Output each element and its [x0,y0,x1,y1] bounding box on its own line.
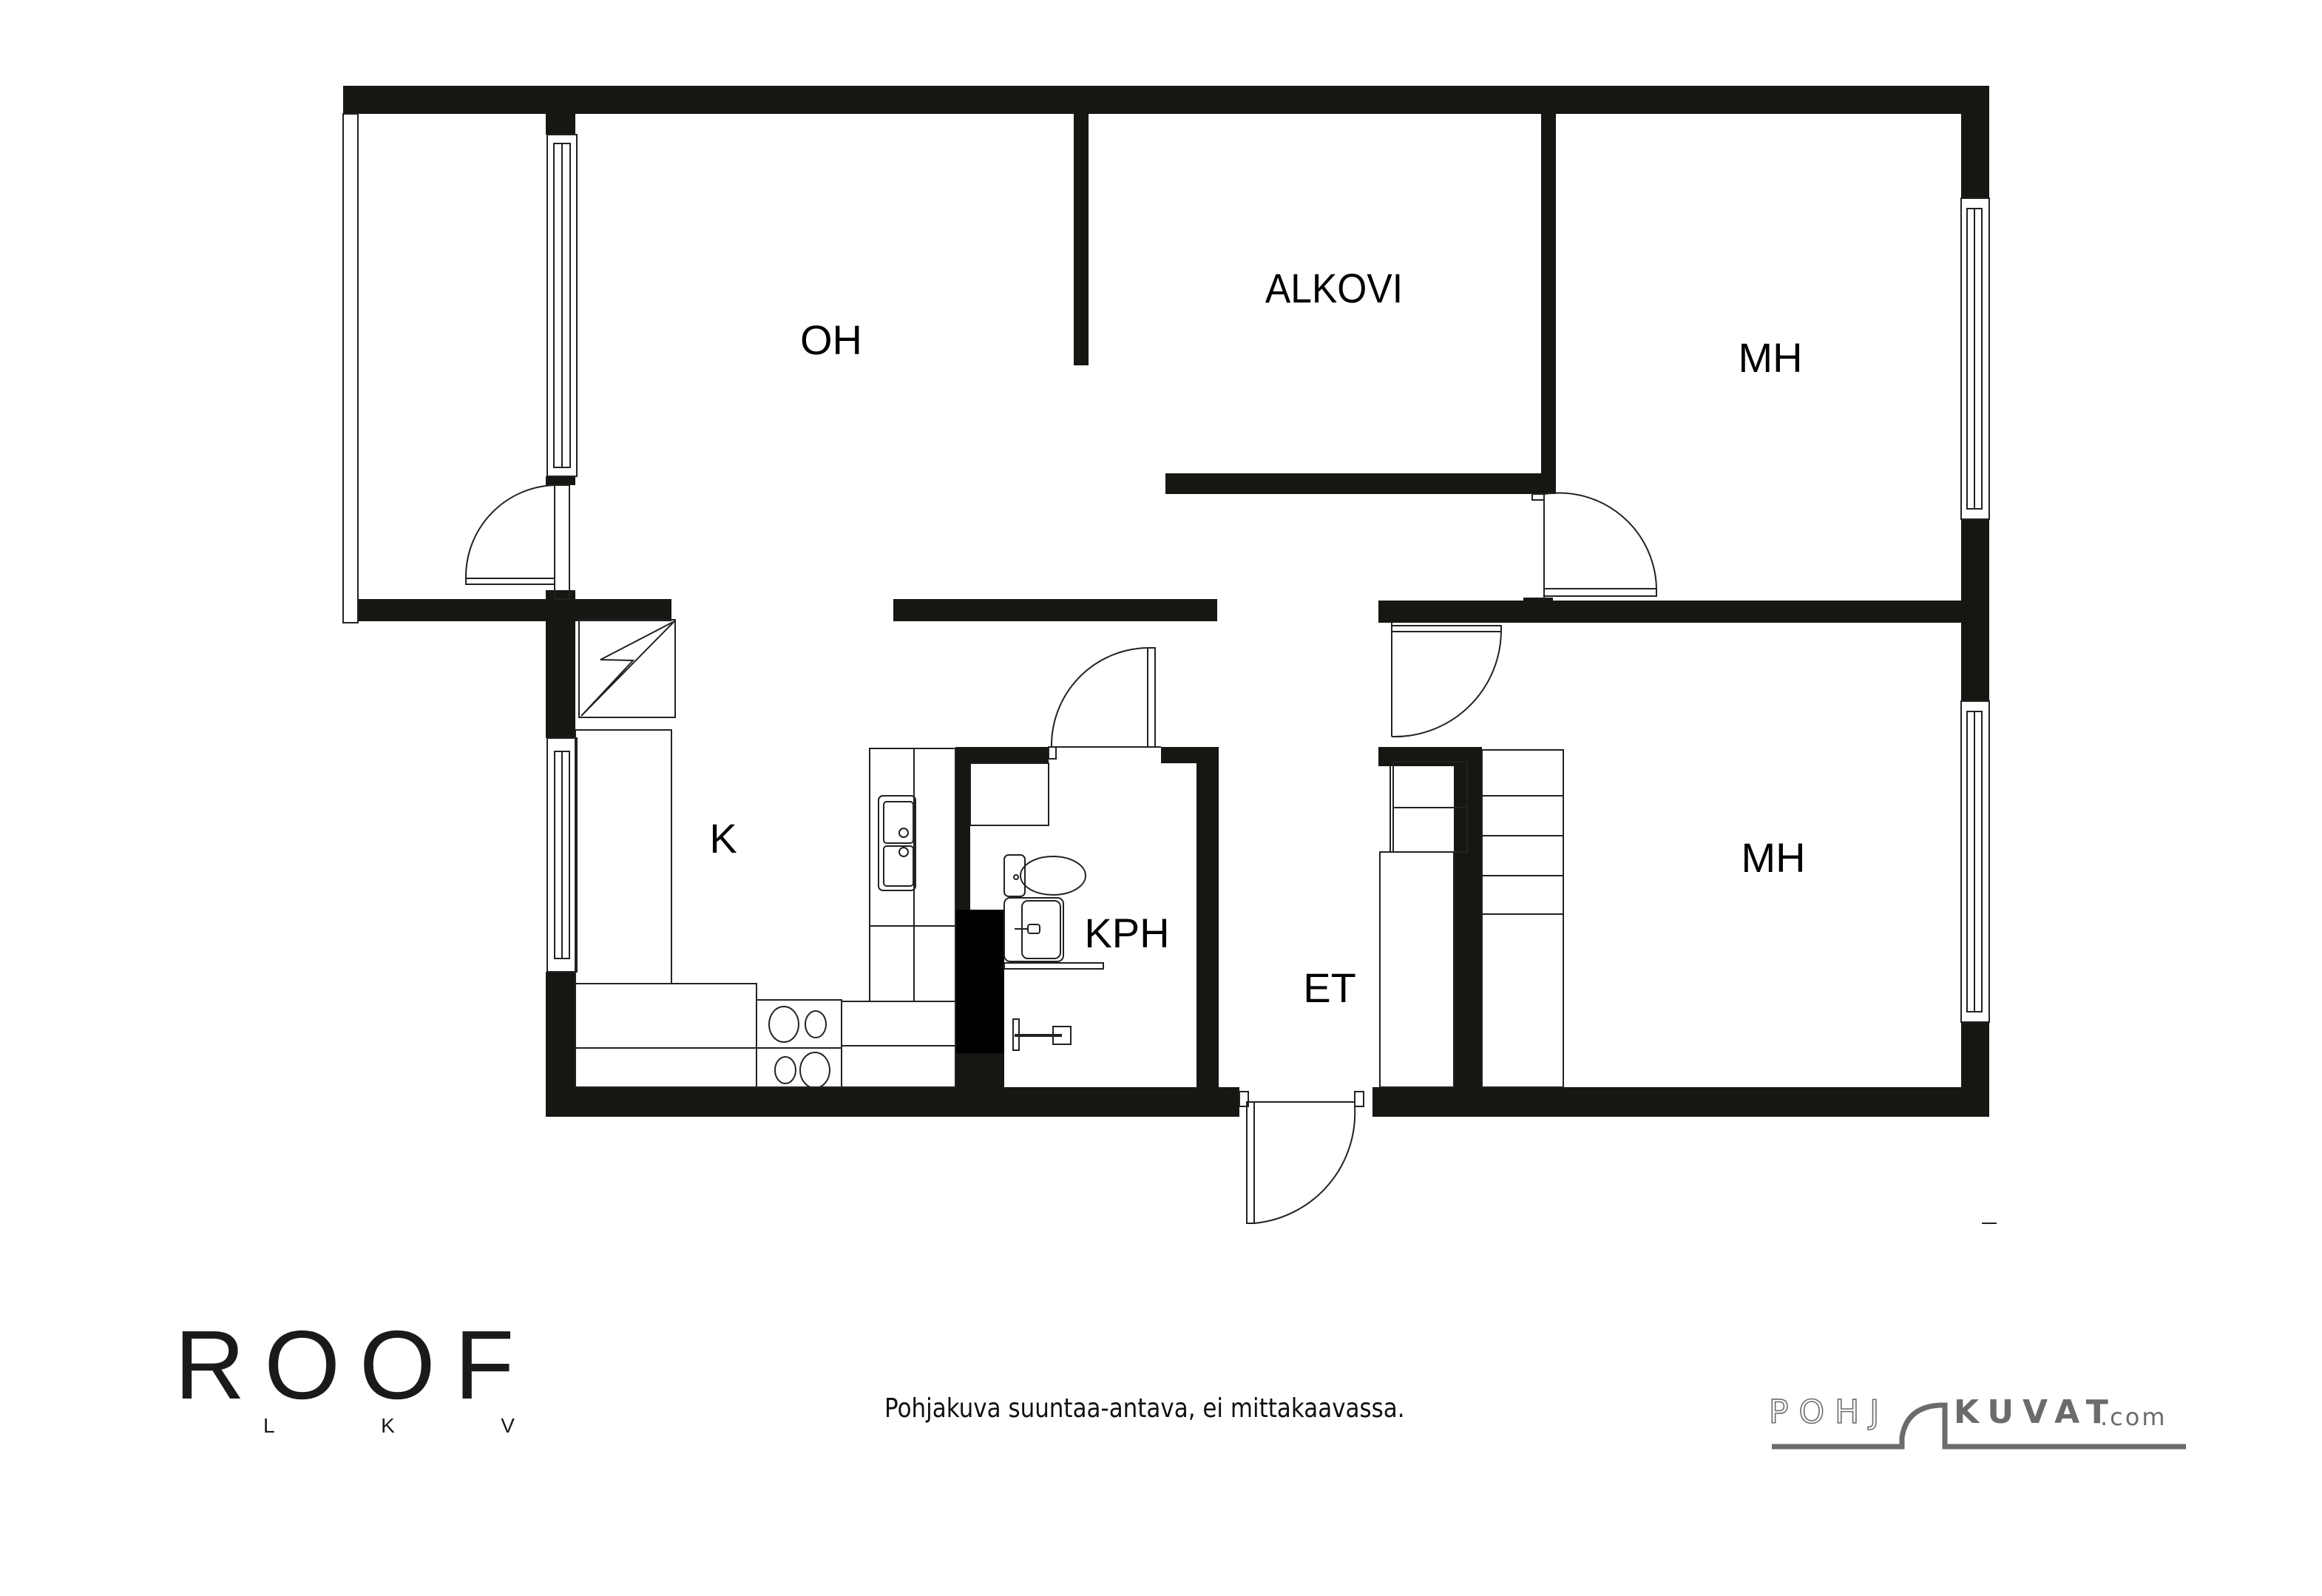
roof-logo-word: ROOF [175,1311,534,1419]
balcony-railing [342,113,359,623]
mh1-door-swing [1543,492,1657,589]
room-label-alkovi: ALKOVI [1265,265,1404,311]
wardrobe-et [1379,851,1455,1088]
mh2-door-swing [1391,631,1502,738]
room-label-kph: KPH [1084,910,1170,956]
pohjakuvat-logo-line-icon [1772,1402,2186,1450]
pohjakuvat-logo-left: POHJ [1768,1393,1890,1431]
electric-icon [580,621,675,717]
window-kitchen [546,737,578,973]
kitchen-sink [878,795,916,891]
bathroom-door-swing [1050,647,1148,748]
pohjakuvat-logo-domain: .com [2100,1403,2167,1431]
roof-logo-letter: L [263,1414,275,1437]
washbasin [1003,897,1064,962]
window-oh [546,134,578,477]
balcony-door-swing [464,484,555,579]
entrance-door-swing [1253,1106,1356,1224]
toilet [1003,854,1026,897]
fixtures [342,113,1997,1224]
roof-logo-letter: V [501,1414,515,1437]
room-label-mh-lower: MH [1741,834,1806,881]
walls [343,86,1989,1117]
appliance-box [578,619,676,718]
roof-lkv-logo: ROOF L K V [175,1316,618,1442]
pohjakuvat-logo-right: KUVAT [1954,1393,2117,1431]
room-label-et: ET [1303,964,1356,1011]
wardrobe-mh [1481,749,1564,1088]
window-mh2 [1960,700,1990,1023]
room-label-k: K [709,815,737,862]
room-label-oh: OH [800,317,862,363]
roof-logo-letter: K [381,1414,395,1437]
roof-logo-subtitle: L K V [263,1414,515,1438]
pohjakuvat-logo: POHJ KUVAT .com [1768,1390,2190,1450]
room-label-mh-upper: MH [1738,334,1803,381]
disclaimer-text: Pohjakuva suuntaa-antava, ei mittakaavas… [884,1393,1405,1424]
window-mh1 [1960,197,1990,520]
